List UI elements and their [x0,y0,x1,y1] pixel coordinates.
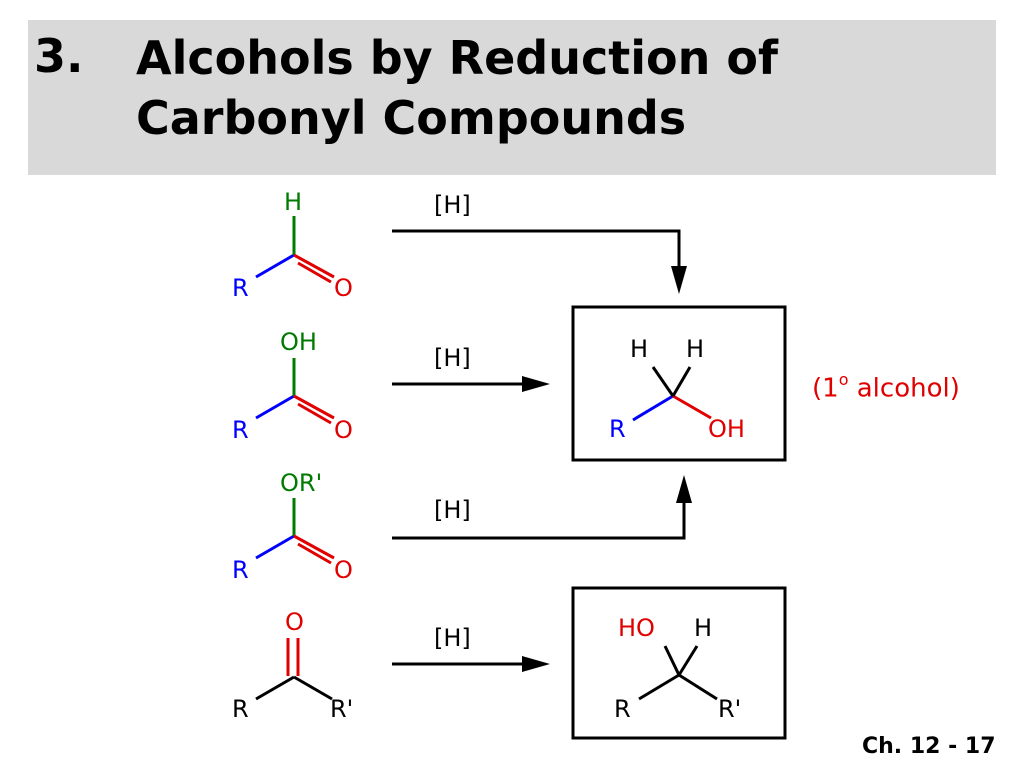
acid-r-label: R [232,416,249,444]
acid-structure [255,358,335,425]
acid-oh-label: OH [280,328,317,356]
acid-r-bond [255,394,295,420]
reagent-label-2: [H] [434,344,471,372]
arrow-acid [392,376,550,392]
primary-h1-bond [651,366,675,397]
secondary-ho-bond [663,645,681,676]
slide-title-line-2: Carbonyl Compounds [136,91,687,145]
secondary-h-bond [677,645,699,676]
primary-r-bond [632,394,674,422]
page-reference: Ch. 12 - 17 [862,734,996,759]
aldehyde-r-label: R [232,274,249,302]
ester-o-label: O [334,556,353,584]
note-degree: o [838,370,849,389]
aldehyde-r-bond [255,253,295,279]
reagent-label-4: [H] [434,624,471,652]
slide-title: Alcohols by Reduction of Carbonyl Compou… [136,28,976,148]
aldehyde-co-bond-2 [297,261,332,284]
ester-or-label: OR' [280,469,323,497]
section-number: 3. [34,29,84,83]
aldehyde-co-bond-1 [293,253,335,279]
ester-co-bond-1 [293,534,335,560]
aldehyde-structure [255,216,335,284]
ketone-structure [255,638,333,701]
secondary-alcohol-structure [638,645,718,701]
ketone-r-prime-bond [293,675,333,701]
primary-alcohol-box [571,305,787,462]
ketone-o-label: O [285,608,304,636]
primary-h2-bond [671,366,692,397]
primary-h1-label: H [630,335,649,363]
acid-co-bond-1 [293,394,335,420]
arrow-ketone [392,656,550,672]
secondary-ho-label: HO [618,614,655,642]
ester-r-label: R [232,556,249,584]
arrow-ester [392,475,692,540]
primary-oh-bond [672,394,712,420]
note-open: (1 [812,373,839,404]
aldehyde-o-label: O [334,274,353,302]
arrow-aldehyde [392,229,687,294]
title-band [28,20,996,175]
secondary-r-prime-bond [678,673,718,701]
ester-r-bond [255,534,295,560]
primary-h2-label: H [686,335,705,363]
primary-r-label: R [609,415,626,443]
ketone-r-prime-label: R' [330,695,354,723]
ester-structure [255,498,335,565]
primary-oh-label: OH [708,415,745,443]
ester-co-bond-2 [297,542,332,565]
ketone-r-bond [255,675,295,701]
primary-alcohol-note: (1o alcohol) [812,370,960,404]
aldehyde-h-label: H [284,188,303,216]
secondary-r-bond [638,673,680,701]
acid-o-label: O [334,416,353,444]
ketone-r-label: R [232,695,249,723]
secondary-r-label: R [614,695,631,723]
secondary-h-label: H [694,614,713,642]
slide-title-line-1: Alcohols by Reduction of [136,31,778,85]
note-close: alcohol) [848,373,960,404]
reagent-label-3: [H] [434,496,471,524]
secondary-alcohol-box [571,586,787,740]
reagent-label-1: [H] [434,191,471,219]
acid-co-bond-2 [297,402,332,425]
secondary-r-prime-label: R' [718,695,742,723]
primary-alcohol-structure [632,366,712,422]
